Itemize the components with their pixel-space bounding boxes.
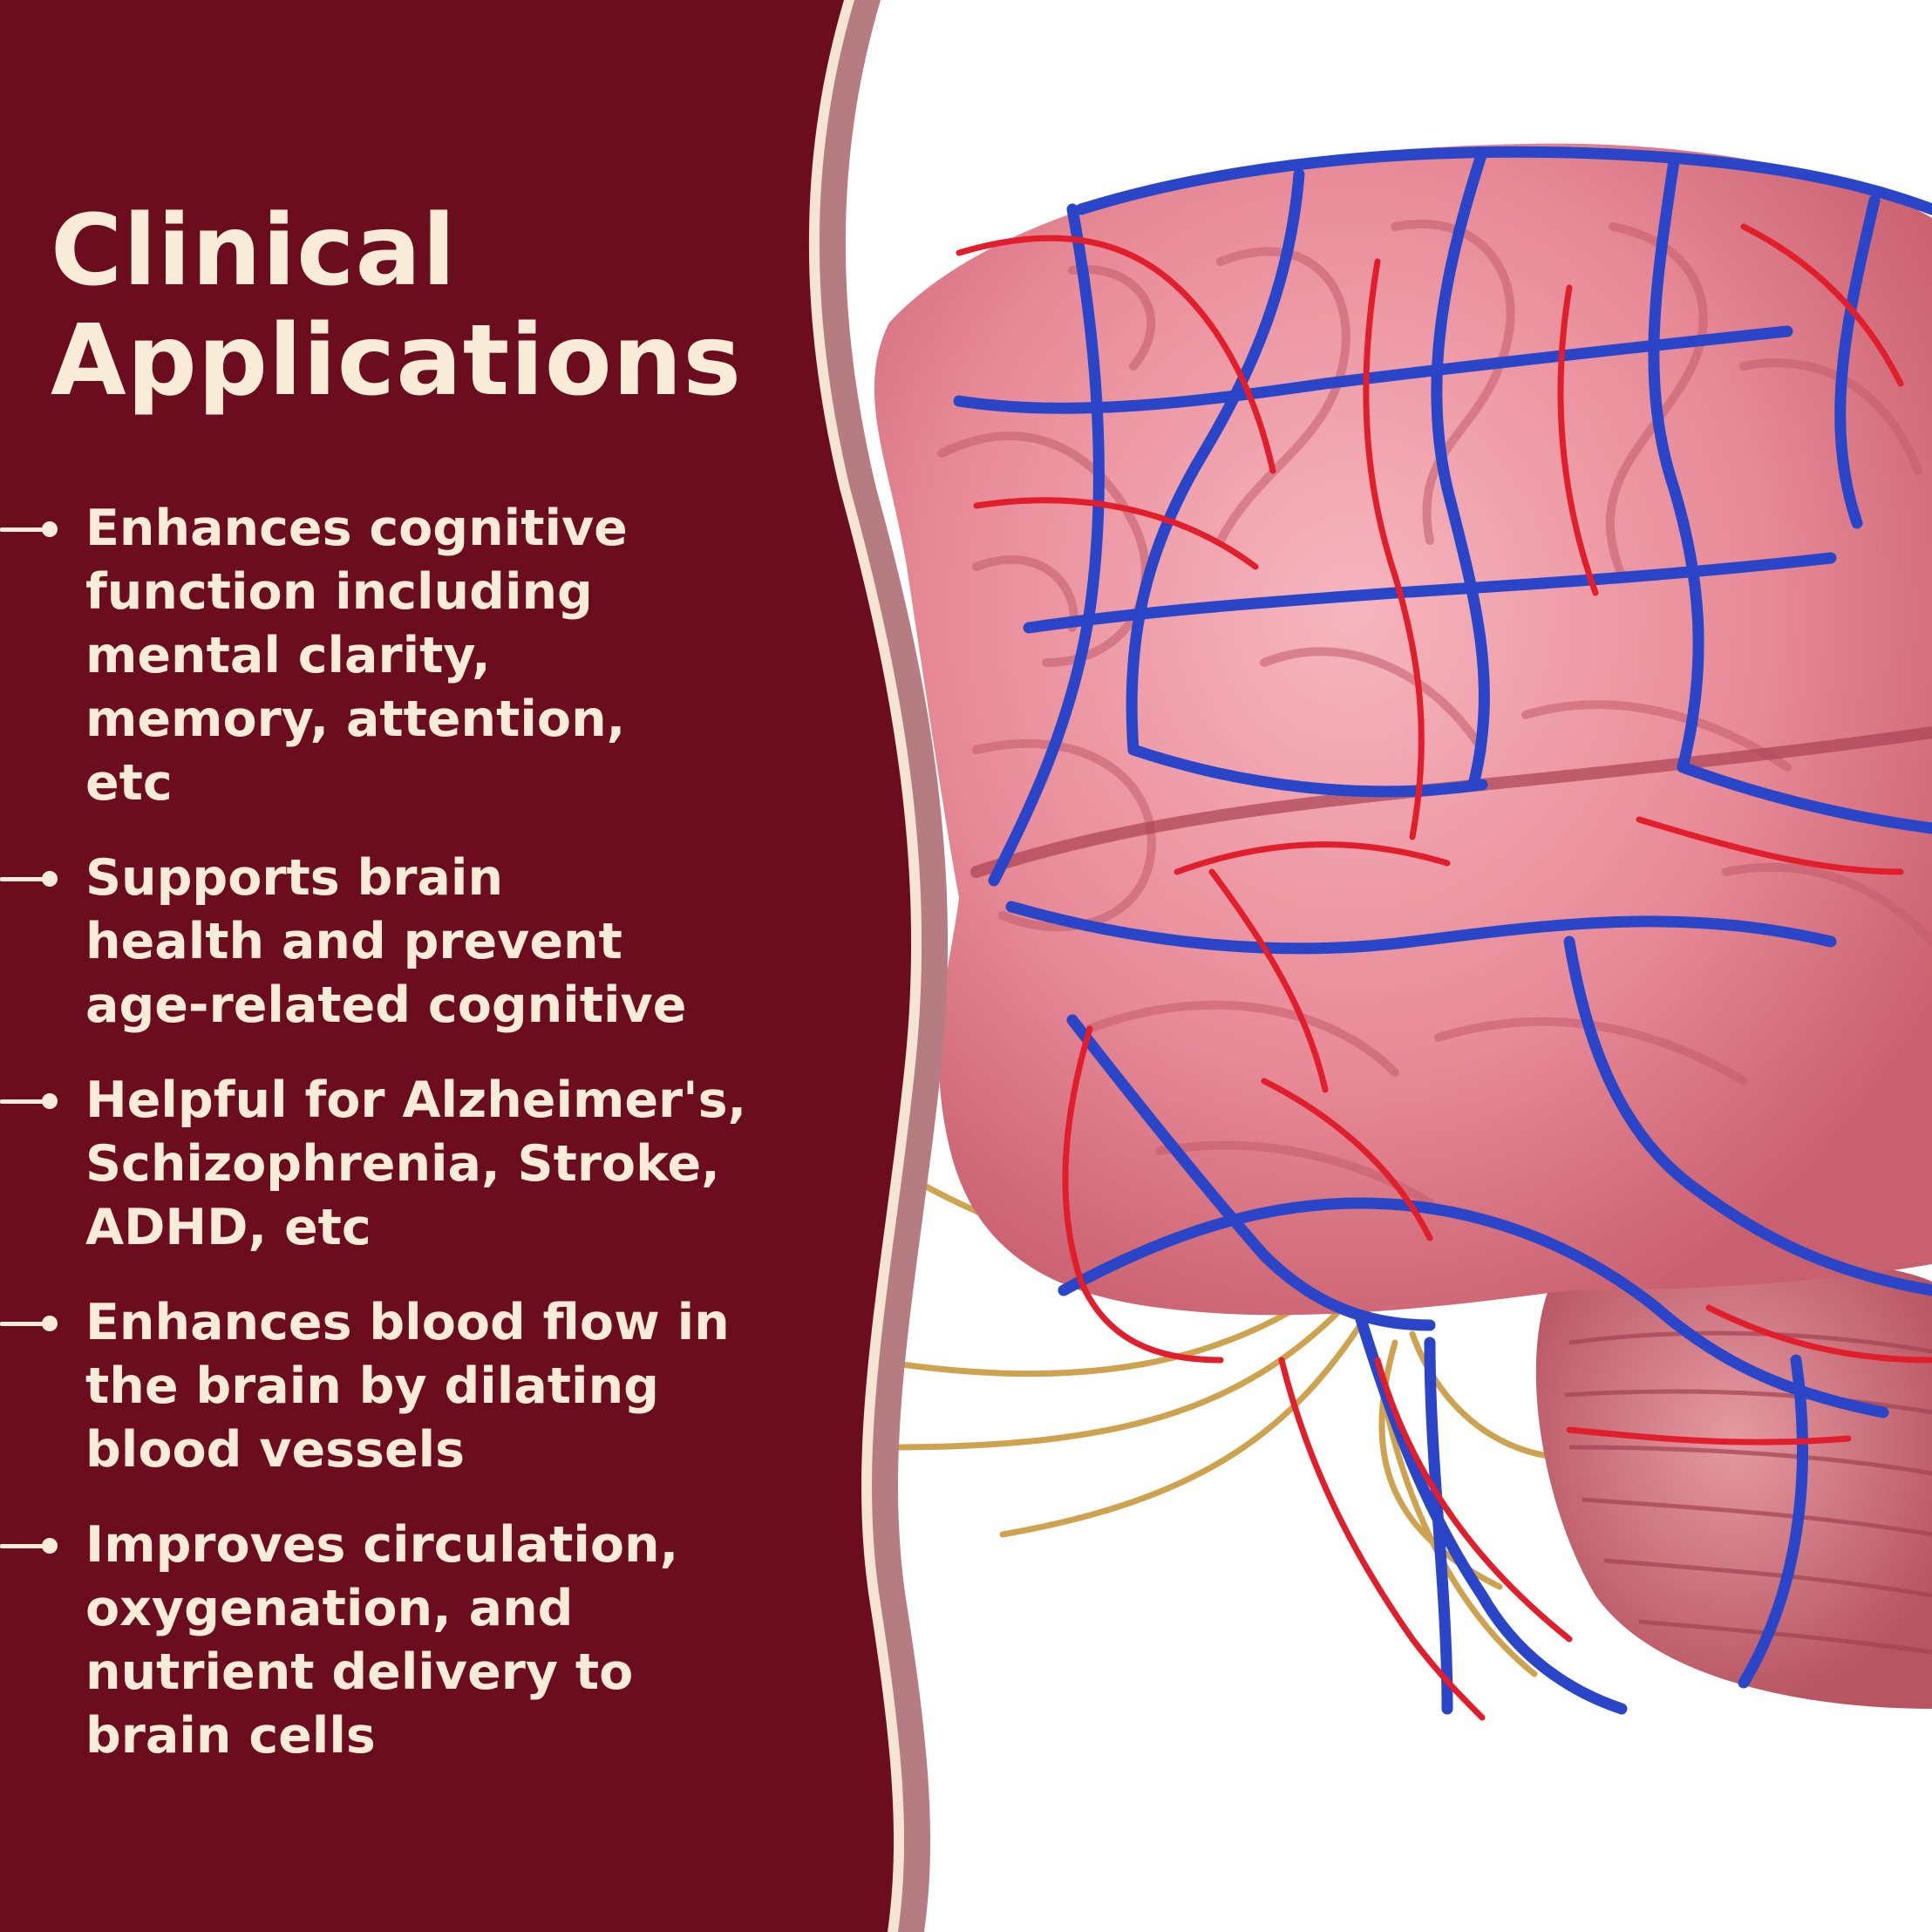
brain-illustration bbox=[868, 143, 1932, 1721]
benefit-line: mental clarity, bbox=[85, 627, 491, 684]
benefit-line: Enhances cognitive bbox=[85, 500, 628, 557]
benefit-list: Enhances cognitive function including me… bbox=[0, 497, 837, 1799]
benefit-line: brain cells bbox=[85, 1707, 376, 1765]
title-line: Applications bbox=[51, 304, 743, 418]
benefit-text: Helpful for Alzheimer's, Schizophrenia, … bbox=[85, 1069, 837, 1260]
page-title: Clinical Applications bbox=[51, 196, 742, 416]
benefit-line: oxygenation, and bbox=[85, 1580, 574, 1637]
left-panel bbox=[0, 0, 912, 1932]
benefit-item: Enhances cognitive function including me… bbox=[0, 497, 837, 815]
benefit-text: Enhances blood flow in the brain by dila… bbox=[85, 1291, 837, 1482]
benefit-item: Supports brain health and prevent age-re… bbox=[0, 847, 837, 1037]
benefit-line: blood vessels bbox=[85, 1421, 466, 1479]
benefit-line: Supports brain bbox=[85, 849, 504, 907]
bullet-marker-icon bbox=[0, 521, 58, 537]
benefit-item: Helpful for Alzheimer's, Schizophrenia, … bbox=[0, 1069, 837, 1260]
benefit-line: ADHD, etc bbox=[85, 1199, 371, 1256]
cerebrum bbox=[874, 143, 1932, 1316]
benefit-line: etc bbox=[85, 754, 173, 812]
title-line: Clinical bbox=[51, 194, 457, 308]
bullet-marker-icon bbox=[0, 1538, 58, 1554]
benefit-item: Enhances blood flow in the brain by dila… bbox=[0, 1291, 837, 1482]
benefit-line: the brain by dilating bbox=[85, 1357, 659, 1415]
benefit-line: nutrient delivery to bbox=[85, 1643, 634, 1701]
benefit-line: Enhances blood flow in bbox=[85, 1294, 730, 1351]
benefit-line: health and prevent bbox=[85, 913, 622, 970]
benefit-line: Improves circulation, bbox=[85, 1516, 679, 1574]
benefit-line: age-related cognitive bbox=[85, 976, 687, 1034]
benefit-line: memory, attention, bbox=[85, 690, 626, 748]
bullet-marker-icon bbox=[0, 871, 58, 887]
benefit-item: Improves circulation, oxygenation, and n… bbox=[0, 1514, 837, 1768]
bullet-marker-icon bbox=[0, 1316, 58, 1331]
benefit-line: Helpful for Alzheimer's, bbox=[85, 1071, 747, 1129]
benefit-text: Improves circulation, oxygenation, and n… bbox=[85, 1514, 837, 1768]
cerebellum bbox=[1535, 1258, 1932, 1709]
benefit-line: Schizophrenia, Stroke, bbox=[85, 1135, 720, 1193]
benefit-text: Enhances cognitive function including me… bbox=[85, 497, 837, 815]
benefit-text: Supports brain health and prevent age-re… bbox=[85, 847, 837, 1037]
benefit-line: function including bbox=[85, 563, 593, 621]
bullet-marker-icon bbox=[0, 1093, 58, 1109]
